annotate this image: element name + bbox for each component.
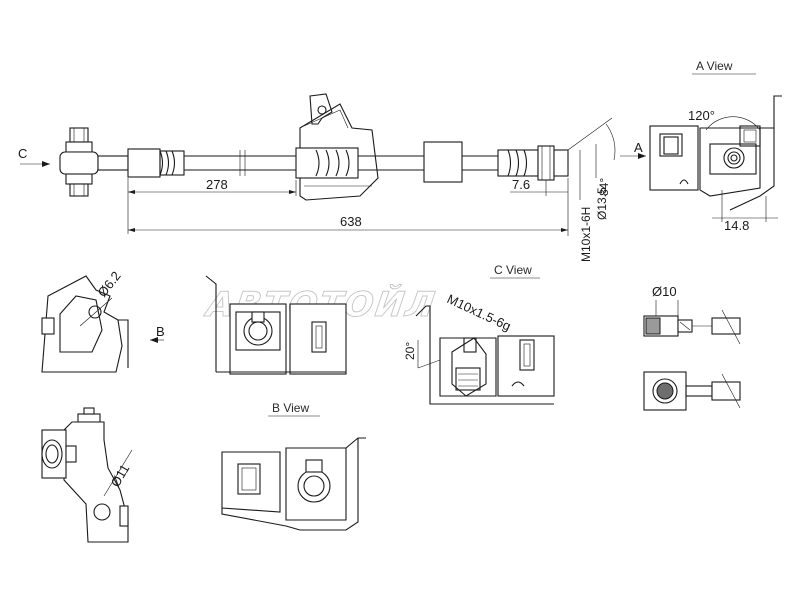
marker-b-label: B: [156, 324, 165, 339]
protective-sleeve: [423, 141, 463, 183]
dim-278: 278: [206, 177, 228, 192]
a-view: A View A 120° 14.8: [620, 59, 782, 233]
main-dimensions: 278 638 7.6 84° M10x1-6H Ø13.5: [127, 117, 616, 262]
bracket-side-view: Ø6.2 B: [41, 268, 165, 373]
b-view: B View: [221, 401, 366, 531]
banjo-bracket-view: Ø11: [41, 407, 132, 543]
dim-638: 638: [340, 214, 362, 229]
c-view-title: C View: [494, 263, 532, 277]
crimp-collar-left: [127, 148, 185, 178]
angle-20: 20°: [403, 342, 417, 360]
dia-10-detail: Ø10: [643, 284, 741, 345]
dia-13-5: Ø13.5: [595, 187, 609, 220]
marker-a-label: A: [634, 140, 643, 155]
dia-10: Ø10: [652, 284, 677, 299]
view-arrow-c: C: [18, 146, 50, 167]
hose-tube: [184, 150, 498, 176]
c-view: C View M10x1.5-6g 20°: [403, 263, 555, 405]
angle-120: 120°: [688, 108, 715, 123]
marker-c-label: C: [18, 146, 27, 161]
b-view-title: B View: [272, 401, 309, 415]
angle-84: 84°: [597, 178, 611, 196]
dia-6-2: Ø6.2: [95, 268, 124, 299]
bracket-front-view: [205, 275, 347, 375]
nut-detail: [643, 371, 741, 411]
a-view-title: A View: [696, 59, 733, 73]
middle-bracket: [295, 93, 379, 201]
dim-7-6: 7.6: [512, 177, 530, 192]
banjo-fitting-left: [59, 127, 129, 197]
thread-m10x1: M10x1-6H: [579, 207, 593, 262]
thread-m10x1-5: M10x1.5-6g: [445, 291, 514, 334]
right-end-fitting: [497, 145, 569, 181]
main-hose-assembly: C 278 638 7.6 84° M10x1-6H Ø13.5: [18, 93, 616, 262]
width-14-8: 14.8: [724, 218, 749, 233]
